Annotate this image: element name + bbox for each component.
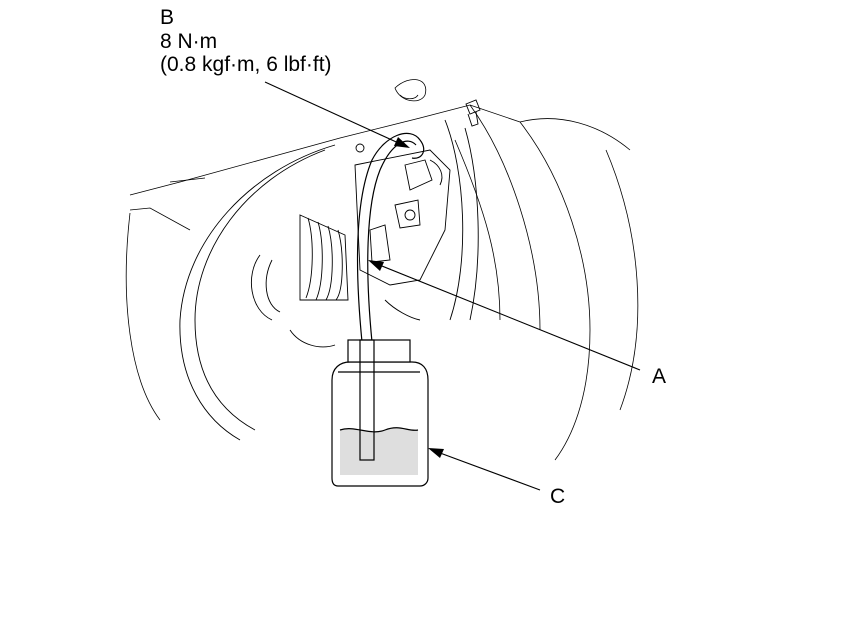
callout-b-letter: B — [160, 6, 175, 29]
cv-boot — [250, 214, 349, 321]
leader-c — [431, 449, 541, 491]
wheel-well — [179, 119, 479, 441]
bleeder-fitting — [465, 99, 481, 127]
callout-b-torque-alt: (0.8 kgf·m, 6 lbf·ft) — [160, 53, 332, 76]
leader-a — [371, 261, 641, 371]
catch-bottle — [331, 339, 429, 487]
callout-a-letter: A — [652, 365, 667, 388]
arrowhead-b — [394, 137, 410, 148]
arrowhead-c — [428, 448, 444, 458]
callout-c-letter: C — [550, 485, 566, 508]
bleed-hose — [357, 132, 425, 343]
callout-b-torque: 8 N·m — [160, 30, 218, 53]
bottle-fluid — [340, 427, 418, 475]
brake-caliper — [289, 143, 451, 348]
leader-lines — [264, 81, 641, 491]
arrowhead-a — [368, 260, 384, 271]
leader-arrowheads — [368, 137, 444, 458]
fender-body — [125, 79, 639, 461]
leader-b — [264, 81, 406, 147]
